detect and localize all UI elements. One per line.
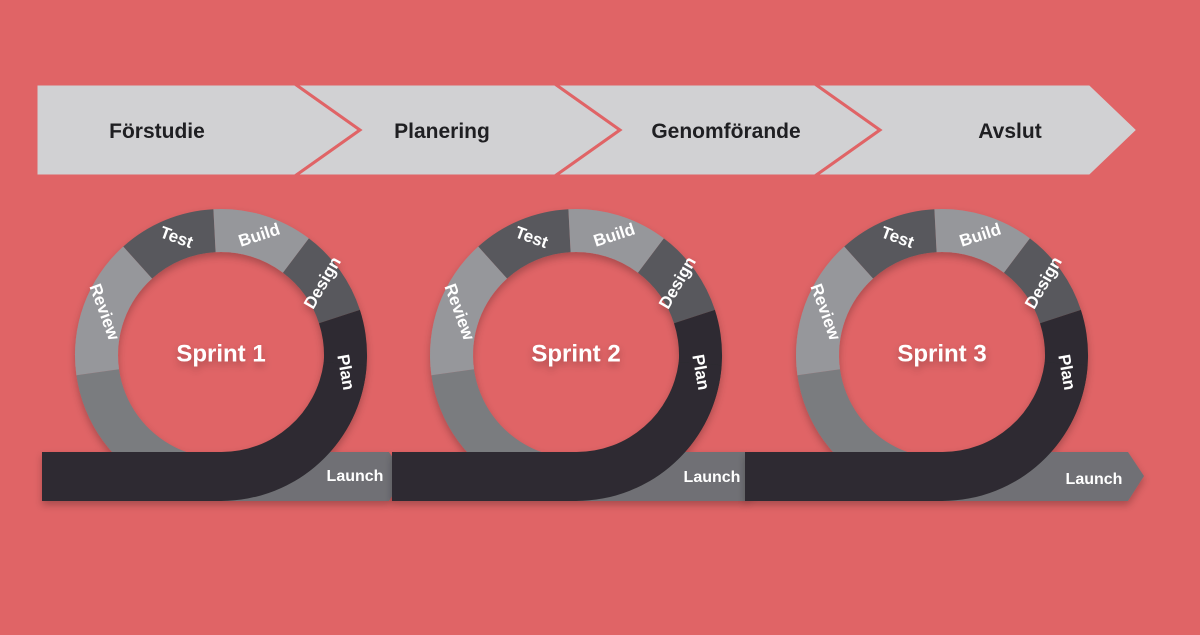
- phase-bar: Förstudie Planering Genomförande Avslut: [34, 82, 1141, 178]
- phase-chevron-forstudie: Förstudie: [34, 82, 363, 178]
- stage-segment-build: [213, 209, 309, 273]
- stage-segment-review: [429, 246, 508, 376]
- stage-segment-build: [568, 209, 664, 273]
- plan-track-bar: [42, 362, 367, 501]
- stage-segment-design: [1004, 238, 1081, 324]
- stage-segment-design: [283, 238, 360, 324]
- sprint-title: Sprint 3: [897, 340, 986, 367]
- stage-segment-build: [934, 209, 1030, 273]
- phase-label-forstudie: Förstudie: [109, 120, 205, 143]
- sprint-cycle-3: Review Test Build Design Plan Sprint 3 L…: [745, 209, 1144, 501]
- phase-label-genomforande: Genomförande: [651, 120, 800, 143]
- stage-segment-test: [123, 209, 216, 279]
- phase-label-planering: Planering: [394, 120, 490, 143]
- sprint-title: Sprint 1: [176, 340, 265, 367]
- phase-label-avslut: Avslut: [978, 120, 1041, 143]
- launch-label: Launch: [327, 468, 384, 485]
- sprint-title: Sprint 2: [531, 340, 620, 367]
- launch-label: Launch: [684, 469, 741, 486]
- launch-label: Launch: [1066, 471, 1123, 488]
- plan-track-bar: [745, 362, 1088, 501]
- plan-track-bar: [392, 362, 722, 501]
- stage-segment-review: [74, 246, 153, 376]
- phase-chevron-avslut: Avslut: [810, 82, 1141, 178]
- stage-segment-design: [638, 238, 715, 324]
- sprint-cycle-2: Review Test Build Design Plan Sprint 2 L…: [392, 209, 762, 501]
- stage-segment-review: [795, 246, 874, 376]
- stage-segment-test: [844, 209, 937, 279]
- sprint-cycle-1: Review Test Build Design Plan Sprint 1 L…: [42, 209, 405, 501]
- stage-segment-test: [478, 209, 571, 279]
